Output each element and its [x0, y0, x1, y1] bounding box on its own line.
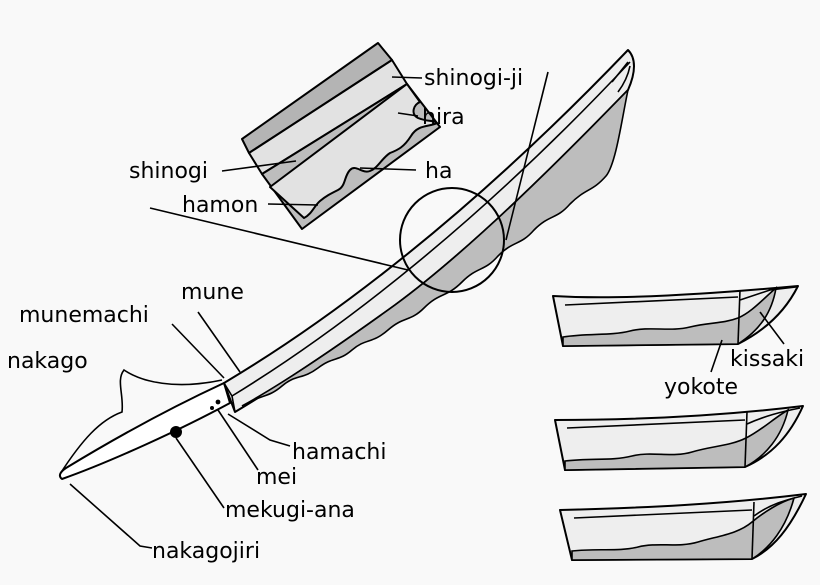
shinogi-ridge-line [248, 59, 393, 154]
label-hamachi: hamachi [292, 440, 387, 465]
label-munemachi: munemachi [19, 303, 149, 328]
label-nakago: nakago [7, 349, 88, 374]
label-kissaki: kissaki [730, 347, 804, 372]
mekugi-ana-hole [170, 426, 182, 438]
magnifier-leader-right [505, 71, 549, 241]
magnifier-leader-left [149, 207, 409, 271]
hira-edge-line [261, 83, 408, 175]
label-shinogi: shinogi [129, 159, 208, 184]
callout-lines [59, 76, 785, 549]
mei-mark [215, 399, 221, 405]
katana [58, 49, 635, 480]
label-hira: hira [422, 105, 465, 130]
hamon-wave [269, 83, 438, 219]
label-nakagojiri: nakagojiri [152, 539, 260, 564]
blade-kissaki-detail [611, 61, 631, 93]
blade-machi [223, 382, 236, 413]
magnifier-circle [399, 187, 505, 293]
blade-cross-section-inset [241, 42, 441, 230]
kissaki-variant-2 [554, 405, 804, 471]
kissaki-variant-3 [559, 493, 807, 561]
nakago-tang [58, 382, 231, 480]
label-shinogi-ji: shinogi-ji [424, 66, 523, 91]
label-ha: ha [425, 159, 452, 184]
label-mekugi-ana: mekugi-ana [225, 498, 355, 523]
blade-shinogi-line [231, 61, 631, 397]
label-hamon: hamon [182, 193, 258, 218]
label-mune: mune [181, 280, 244, 305]
label-mei: mei [256, 465, 297, 490]
blade-hamon-region [241, 87, 630, 407]
label-yokote: yokote [664, 375, 738, 400]
mei-mark-2 [210, 406, 214, 410]
kissaki-variant-1 [552, 285, 799, 347]
